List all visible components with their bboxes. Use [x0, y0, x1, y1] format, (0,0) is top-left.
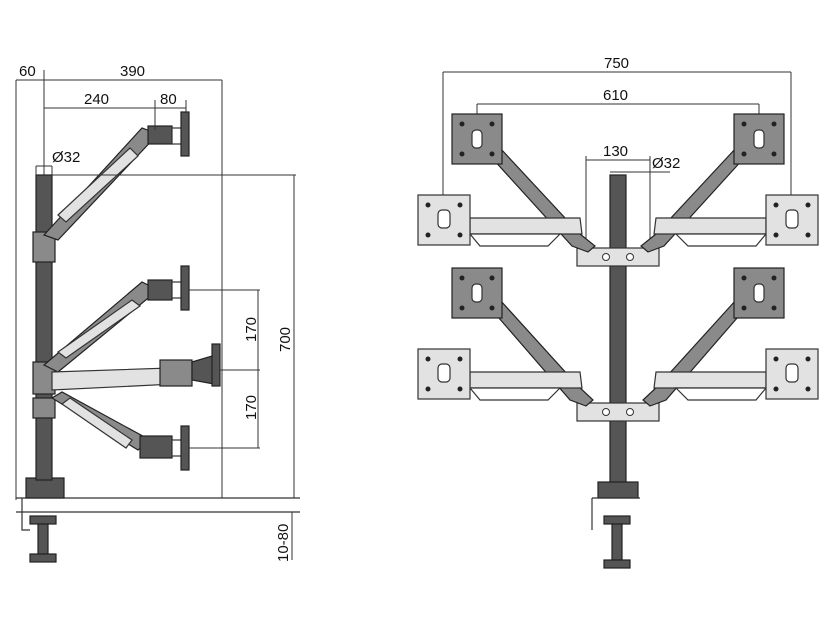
dimension-pole-height: 700 — [52, 174, 296, 498]
front-pole — [609, 174, 627, 486]
dimension-pole-diameter-side: Ø32 — [35, 149, 80, 175]
side-view: 60 390 240 80 Ø32 700 — [15, 63, 300, 563]
dim-desk-thickness-label: 10-80 — [275, 524, 292, 562]
collar-top — [32, 231, 56, 263]
dim-outer-span-label: 750 — [604, 55, 629, 72]
vesa-plate-top-left — [451, 113, 503, 165]
vesa-plate-lower-outer-right — [765, 348, 819, 400]
dim-spacing-upper-label: 170 — [243, 317, 260, 342]
collar-bottom — [32, 397, 56, 419]
desk-clamp — [21, 477, 65, 563]
dimension-monitor-spacing: 170 170 — [189, 289, 260, 449]
side-arm-bottom — [50, 391, 190, 471]
vesa-plate-upper-outer-left — [417, 194, 471, 246]
dim-pole-diameter-side-label: Ø32 — [52, 149, 80, 166]
dimension-arm-length: 240 80 — [44, 91, 187, 130]
dim-reach-label: 390 — [120, 63, 145, 80]
dim-offset-label: 60 — [19, 63, 36, 80]
front-desk-clamp — [591, 481, 640, 569]
dim-pole-height-label: 700 — [277, 327, 294, 352]
side-arm-top — [42, 111, 190, 241]
dimension-desk-thickness: 10-80 — [275, 512, 293, 562]
side-arm-middle-lower — [51, 343, 221, 391]
vesa-plate-upper-outer-right — [765, 194, 819, 246]
dim-pole-diameter-front-label: Ø32 — [652, 155, 680, 172]
front-tier-upper — [468, 147, 768, 267]
dimension-bar-width: 130 — [585, 143, 651, 250]
vesa-plate-lower-outer-left — [417, 348, 471, 400]
vesa-plate-lower-inner-right — [733, 267, 785, 319]
dim-spacing-lower-label: 170 — [243, 395, 260, 420]
dim-inner-span-label: 610 — [603, 87, 628, 104]
dim-bar-width-label: 130 — [603, 143, 628, 160]
front-tier-lower — [468, 299, 768, 422]
dimension-pole-diameter-front: Ø32 — [610, 155, 680, 173]
pole — [35, 174, 53, 481]
dimension-outer-span: 750 — [442, 55, 792, 195]
dimension-reach: 60 390 — [16, 63, 223, 498]
side-arm-middle-upper — [42, 265, 190, 373]
dim-arm-label: 240 — [84, 91, 109, 108]
dim-head-label: 80 — [160, 91, 177, 108]
front-view: 750 610 130 Ø32 — [417, 55, 819, 569]
vesa-plate-top-right — [733, 113, 785, 165]
dimension-inner-span: 610 — [476, 87, 760, 114]
vesa-plate-lower-inner-left — [451, 267, 503, 319]
